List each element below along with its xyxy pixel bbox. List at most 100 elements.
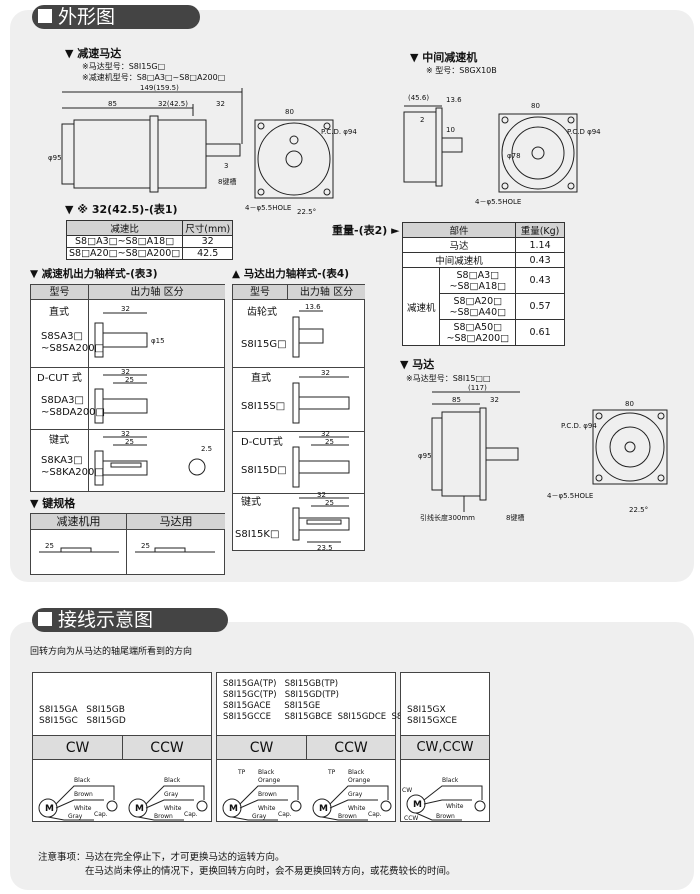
mid-dim-sq: 80 [531,102,540,110]
table4-style: D-CUT式 [241,437,283,448]
wire-label: Black [348,769,365,776]
mid-dim-holes: 4－φ5.5HOLE [475,198,521,206]
gear-motor-note2: ※减速机型号：S8□A3□~S8□A200□ [82,73,226,82]
dim-f: 3 [224,162,228,170]
motor-dim: 4－φ5.5HOLE [547,492,593,500]
motor-dim: 85 [452,396,461,404]
wire-label: Black [74,777,91,784]
section-header: 外形图 [32,5,200,29]
key-spec-caption: ▼ 键规格 [30,497,76,510]
table1-cell: 42.5 [182,247,234,260]
motor-dim: 引线长度300mm [420,513,475,522]
wire-label: Orange [348,777,370,784]
dim-holes: 4－φ5.5HOLE [245,204,291,212]
table1-header: 尺寸(mm) [182,220,234,236]
dim-d: φ95 [48,154,62,162]
mid-gear-front-drawing: 80 P.C.D φ94 φ78 4－φ5.5HOLE [475,102,601,206]
motor-shaft-gear-drawing: 13.6 [292,303,324,358]
weight-cell: S8□A20□ ~S8□A40□ [439,293,517,320]
dim-label: 25 [125,438,134,446]
weight-caption: 重量-(表2) ► [332,224,400,237]
wire-label: Black [442,777,459,784]
weight-cell: 1.14 [515,237,565,253]
table1-caption: ▼ ※ 32(42.5)-(表1) [65,203,178,216]
motor-icon: M [135,804,144,814]
wire-label: Brown [74,791,93,798]
dim-label: 25 [141,542,150,550]
motor-icon: M [413,800,422,810]
motor-front-drawing: 80 P.C.D. φ94 4－φ5.5HOLE 22.5° [547,400,668,514]
weight-cell: S8□A50□ ~S8□A200□ [439,319,517,346]
wiring-group3: S8I15GX S8I15GXCE CW,CCW [400,672,490,822]
weight-header: 部件 [401,222,517,238]
weight-group-label: 减速机 [401,267,441,346]
mid-gear-heading: ▼ 中间减速机 [410,51,478,64]
dim-overall: 149(159.5) [140,84,179,92]
dim-label: 32 [121,368,130,376]
dim-label: 32 [121,430,130,438]
motor-icon: M [319,804,328,814]
motor-dim: 80 [625,400,634,408]
motor-dim: (117) [468,384,487,392]
table3-model: S8KA3□ ~S8KA200□ [41,455,104,478]
direction-ccw: CCW [123,736,211,760]
dim-c: 32 [216,100,225,108]
cap-label: Cap. [184,811,198,818]
motor-note: ※马达型号：S8I15□□ [406,374,491,383]
wire-label: White [348,805,366,812]
direction-cw: CW [217,736,307,760]
square-icon [38,612,52,626]
square-icon [38,9,52,23]
wire-label: White [258,805,276,812]
key-spec-header: 马达用 [127,514,225,530]
table3-style: 直式 [49,307,69,318]
direction-cw: CW [33,736,123,760]
table4-caption: ▲ 马达出力轴样式-(表4) [232,268,349,280]
motor-dim: P.C.D. φ94 [561,422,597,430]
gear-motor-side-drawing: 149(159.5) 85 32(42.5) 32 φ95 3 8键槽 [48,84,243,193]
wire-label: White [446,803,464,810]
weight-cell: 中间减速机 [401,252,517,268]
footer-label: 注意事项： [38,852,86,863]
wire-label: Black [258,769,275,776]
table3-caption: ▼ 减速机出力轴样式-(表3) [30,268,158,280]
wire-label: CW [402,787,412,794]
key-spec-gear-drawing: 25 [39,542,119,553]
mid-dim-b: 13.6 [446,96,462,104]
section-title: 接线示意图 [58,609,154,631]
dim-label: 32 [321,430,330,438]
table1: 减速比尺寸(mm) S8□A3□~S8□A18□32 S8□A20□~S8□A2… [65,220,234,260]
cap-label: Cap. [368,811,382,818]
table3-style: D-CUT 式 [37,373,82,384]
table4-model: S8I15D□ [241,465,287,476]
table3-header: 出力轴 区分 [89,285,225,300]
wire-label: White [74,805,92,812]
dim-pcd: P.C.D. φ94 [321,128,357,136]
mid-dim-bore: φ78 [507,152,521,160]
table1-cell: S8□A3□~S8□A18□ [65,235,184,248]
motor-icon: M [45,804,54,814]
wire-label: Brown [436,813,455,820]
wiring-models: S8I15GA S8I15GB S8I15GC S8I15GD [39,705,126,726]
table4-style: 键式 [241,497,261,508]
table4-header: 出力轴 区分 [288,285,365,300]
dim-label: 32 [317,491,326,499]
table4-model: S8I15K□ [235,529,280,540]
motor-icon: M [229,804,238,814]
wire-label: Orange [258,777,280,784]
table3-style: 键式 [49,435,69,446]
weight-cell: S8□A3□ ~S8□A18□ [439,267,517,294]
wiring-group1: S8I15GA S8I15GB S8I15GC S8I15GD CW CCW [32,672,212,822]
wire-label: CCW [404,815,418,822]
key-spec-table: 减速机用 马达用 25 25 [30,513,225,575]
key-spec-motor-drawing: 25 [135,542,215,553]
table3: 型号 出力轴 区分 直式 S8SA3□ ~S8SA200□ D-CUT 式 S8… [30,284,225,492]
wire-label: Brown [338,813,357,820]
